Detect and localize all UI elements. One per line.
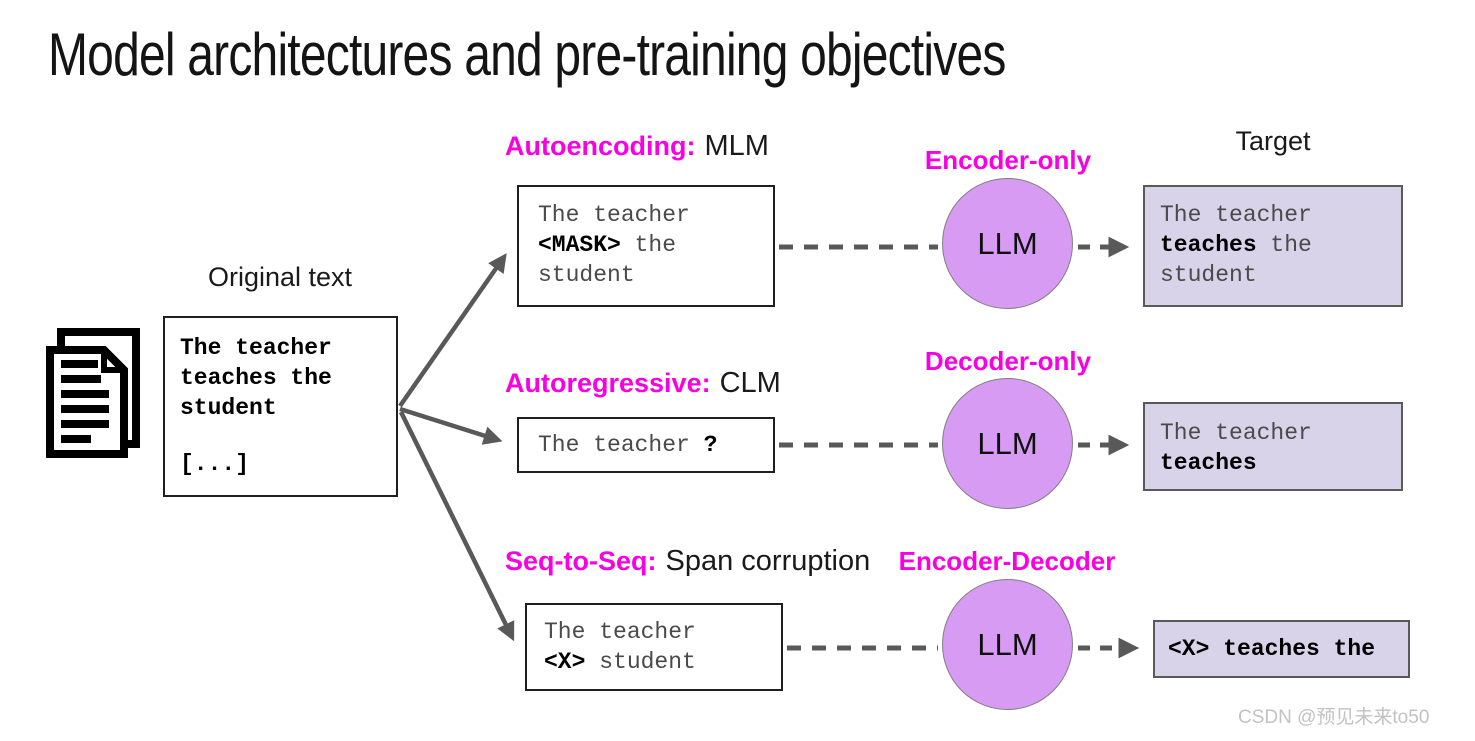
predicted-token: <X> teaches the: [1168, 636, 1376, 662]
sentinel-token: <X>: [544, 649, 586, 675]
text-segment: student: [585, 649, 696, 675]
text-line: <MASK> the: [538, 230, 773, 260]
text-line: The teacher: [1160, 202, 1312, 228]
objective-label-seq-to-seq: Seq-to-Seq: Span corruption: [505, 545, 870, 578]
text-line: teaches the: [1160, 230, 1401, 260]
csdn-watermark: CSDN @预见未来to50: [1238, 707, 1430, 728]
llm-circle-encoder-only: LLM: [942, 178, 1073, 309]
documents-icon: [46, 328, 140, 458]
page-title: Model architectures and pre-training obj…: [48, 21, 1006, 88]
objective-task: Span corruption: [665, 545, 871, 577]
autoregressive-target-box: The teacher teaches: [1143, 402, 1403, 491]
arrow-to-autoregressive-input: [399, 406, 503, 445]
text-line: The teacher: [180, 335, 332, 361]
llm-circle-decoder-only: LLM: [942, 378, 1073, 509]
predicted-token: teaches: [1160, 232, 1257, 258]
text-line: The teacher ?: [538, 430, 717, 460]
seq2seq-input-box: The teacher <X> student: [525, 603, 783, 691]
objective-task: CLM: [719, 367, 781, 399]
text-line: teaches the: [180, 365, 332, 391]
llm-text: LLM: [977, 626, 1038, 662]
text-line: teaches: [1160, 448, 1401, 478]
target-column-label: Target: [1235, 126, 1311, 156]
autoregressive-input-box: The teacher ?: [517, 417, 775, 473]
text-line: The teacher: [1160, 420, 1312, 446]
predicted-token: teaches: [1160, 450, 1257, 476]
mask-token: <MASK>: [538, 232, 621, 258]
objective-label-autoencoding: Autoencoding: MLM: [505, 130, 769, 163]
text-line: <X> student: [544, 647, 781, 677]
text-line: The teacher: [538, 202, 690, 228]
text-segment: the: [620, 232, 677, 258]
text-segment: The teacher: [538, 432, 704, 458]
autoencoding-target-box: The teacher teaches the student: [1143, 185, 1403, 307]
text-segment: the: [1256, 232, 1312, 258]
text-line: student: [180, 395, 277, 421]
text-line: <X> teaches the: [1168, 634, 1375, 664]
autoencoding-input-box: The teacher <MASK> the student: [517, 185, 775, 307]
seq2seq-target-box: <X> teaches the: [1153, 620, 1410, 678]
question-token: ?: [703, 432, 718, 458]
objective-name: Autoencoding:: [505, 131, 696, 161]
architecture-label-encoder-decoder: Encoder-Decoder: [898, 546, 1116, 576]
architecture-label-decoder-only: Decoder-only: [924, 346, 1092, 376]
ellipsis-line: [...]: [180, 451, 250, 477]
architecture-label-encoder-only: Encoder-only: [924, 145, 1092, 175]
objective-name: Seq-to-Seq:: [505, 546, 657, 576]
objective-task: MLM: [704, 130, 769, 162]
arrow-to-seq2seq-input: [398, 411, 515, 642]
text-line: The teacher: [544, 619, 696, 645]
objective-label-autoregressive: Autoregressive: CLM: [505, 367, 781, 400]
text-line: student: [538, 262, 635, 288]
original-text-box: The teacher teaches the student [...]: [163, 316, 398, 497]
llm-text: LLM: [977, 425, 1038, 461]
llm-text: LLM: [977, 225, 1038, 261]
arrow-to-autoencoding-input: [398, 253, 507, 408]
llm-circle-encoder-decoder: LLM: [942, 579, 1073, 710]
text-line: student: [1160, 262, 1257, 288]
original-text-label: Original text: [207, 262, 353, 292]
objective-name: Autoregressive:: [505, 368, 711, 398]
